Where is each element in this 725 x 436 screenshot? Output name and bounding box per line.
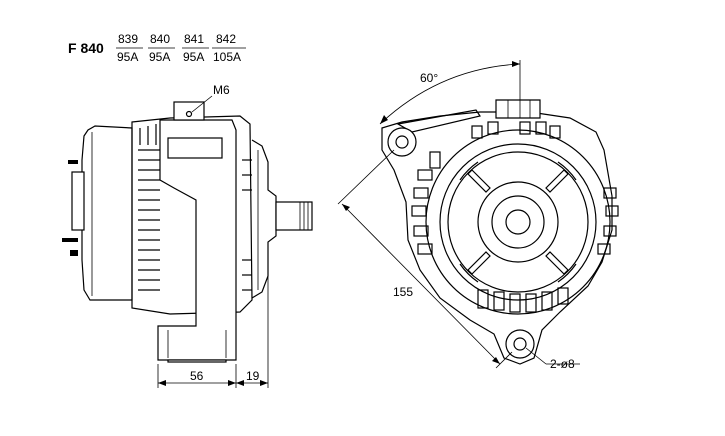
side-view: M6 [62,83,313,363]
variant-current: 95A [183,50,204,64]
model-code: F 840 [68,40,104,56]
variant-code: 841 [184,32,204,46]
vent-slots [411,121,619,313]
dimension-main: 56 [190,369,204,383]
angle-label: 60° [420,71,438,85]
hole-label: 2-ø8 [550,357,575,371]
variant-current: 95A [149,50,170,64]
variant-table: 839 95A 840 95A 841 95A 842 105A [116,32,246,64]
variant-current: 105A [213,50,241,64]
variant-code: 842 [216,32,236,46]
side-dimensions: 56 19 [157,270,269,388]
front-dimensions: 60° 155 2-ø8 [337,60,580,371]
variant-current: 95A [117,50,138,64]
thread-label: M6 [213,83,230,97]
distance-label: 155 [393,285,413,299]
front-view [381,99,619,365]
cooling-fins [138,124,252,291]
variant-code: 840 [150,32,170,46]
variant-code: 839 [118,32,138,46]
dimension-shaft: 19 [246,369,260,383]
